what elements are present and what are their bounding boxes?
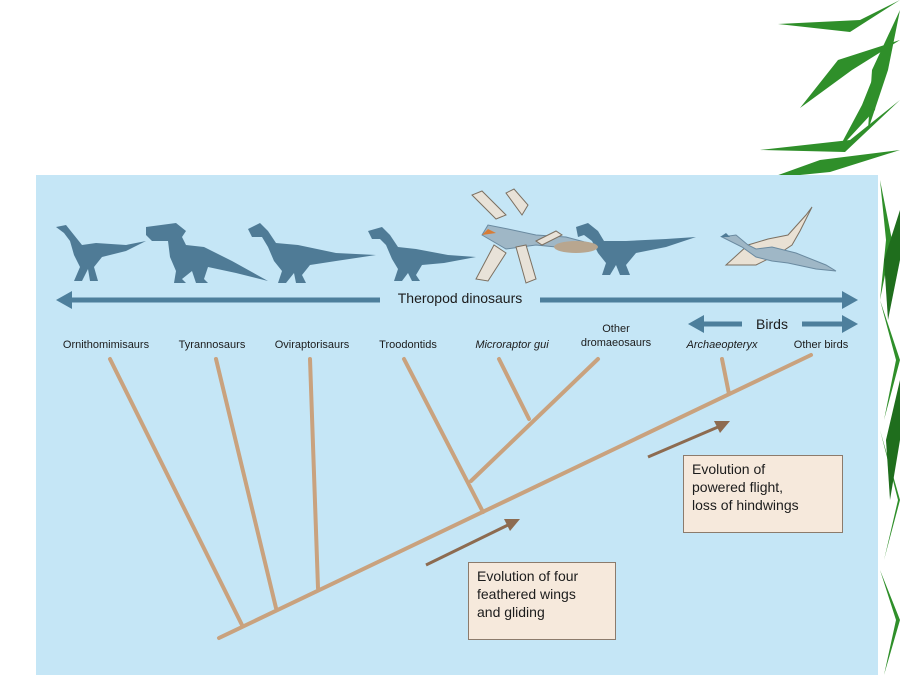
microraptor-silhouette (471, 188, 598, 284)
taxon-label-other-birds: Other birds (793, 339, 849, 351)
branch-dromaeosaurs (469, 357, 600, 483)
phylogeny-graphic (56, 188, 858, 640)
phylogeny-branches (108, 353, 813, 640)
branch-microraptor (497, 357, 531, 421)
taxon-label-oviraptorisaurs: Oviraptorisaurs (274, 339, 350, 351)
taxon-label-ornithomimisaurs: Ornithomimisaurs (62, 339, 150, 351)
dinosaur-silhouettes (56, 223, 696, 283)
branch-ornithomimisaurs (108, 357, 244, 627)
note-four-feathered-wings: Evolution of four feathered wings and gl… (468, 562, 616, 640)
taxon-label-microraptor: Microraptor gui (475, 339, 549, 351)
other-dromaeosaurs-line2: dromaeosaurs (580, 337, 652, 349)
dromaeosaur-silhouette (576, 223, 696, 275)
branch-troodontids (402, 357, 485, 514)
branch-archaeopteryx (720, 357, 731, 396)
note-powered-flight: Evolution of powered flight, loss of hin… (683, 455, 843, 533)
taxon-label-tyrannosaurs: Tyrannosaurs (178, 339, 246, 351)
taxon-label-archaeopteryx: Archaeopteryx (686, 339, 758, 351)
note-arrows (425, 421, 730, 567)
archaeopteryx-silhouette (720, 206, 837, 272)
other-dromaeosaurs-line1: Other (602, 323, 630, 335)
phylogeny-panel: Theropod dinosaurs Birds Ornithomimisaur… (36, 175, 878, 675)
taxon-label-troodontids: Troodontids (379, 339, 437, 351)
tyrannosaur-silhouette (146, 223, 268, 283)
oviraptorisaur-silhouette (248, 223, 376, 283)
ornithomimisaur-silhouette (56, 225, 146, 281)
birds-label: Birds (742, 316, 802, 332)
branch-oviraptorisaurs (308, 357, 320, 590)
taxon-label-other-dromaeosaurs: Other dromaeosaurs (581, 322, 651, 350)
troodontid-silhouette (368, 227, 476, 281)
theropod-dinosaurs-label: Theropod dinosaurs (380, 290, 540, 306)
main-trunk (217, 353, 813, 640)
branch-tyrannosaurs (214, 357, 278, 610)
